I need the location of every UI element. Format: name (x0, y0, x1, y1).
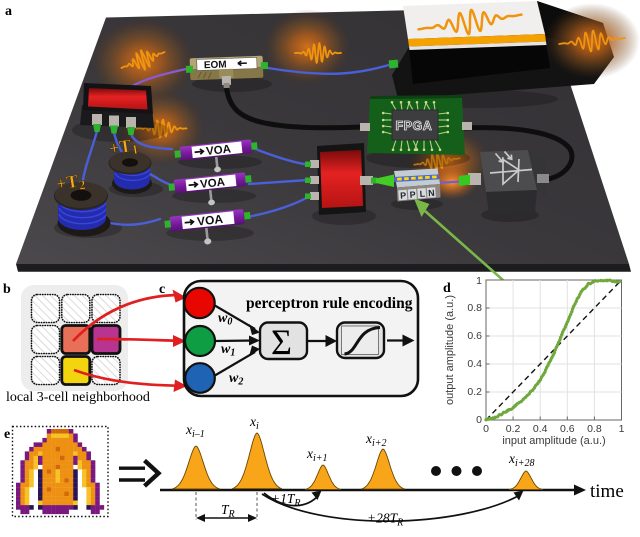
svg-text:0.2: 0.2 (506, 423, 521, 435)
svg-text:FPGA: FPGA (396, 119, 433, 133)
svg-text:output amplitude (a.u.): output amplitude (a.u.) (444, 295, 456, 405)
svg-text:Σ: Σ (271, 322, 292, 362)
svg-text:+T1: +T1 (108, 134, 140, 160)
svg-text:c: c (159, 282, 165, 297)
svg-text:input amplitude (a.u.): input amplitude (a.u.) (502, 435, 605, 447)
svg-text:P: P (400, 190, 407, 200)
svg-text:0.6: 0.6 (560, 423, 575, 435)
svg-text:time: time (590, 481, 624, 502)
svg-text:0: 0 (483, 423, 489, 435)
svg-text:0.4: 0.4 (533, 423, 548, 435)
svg-text:0.2: 0.2 (467, 386, 482, 398)
svg-text:P: P (409, 189, 416, 199)
svg-text:b: b (3, 282, 11, 297)
svg-text:e: e (4, 427, 10, 442)
svg-text:+28TR: +28TR (367, 511, 403, 529)
svg-text:EOM: EOM (204, 59, 227, 71)
svg-text:+T2: +T2 (55, 170, 87, 196)
svg-text:d: d (443, 281, 451, 296)
svg-text:0.8: 0.8 (467, 302, 482, 314)
svg-text:1: 1 (476, 275, 482, 287)
svg-text:VOA: VOA (206, 143, 232, 158)
svg-text:local 3-cell neighborhood: local 3-cell neighborhood (6, 390, 150, 405)
svg-text:N: N (428, 188, 435, 198)
svg-text:xi: xi (249, 414, 259, 432)
svg-text:0: 0 (476, 414, 482, 426)
svg-text:0.4: 0.4 (467, 358, 482, 370)
svg-text:0.8: 0.8 (587, 423, 602, 435)
svg-text:VOA: VOA (200, 176, 226, 191)
svg-text:0.6: 0.6 (467, 330, 482, 342)
svg-text:perceptron rule encoding: perceptron rule encoding (246, 295, 413, 312)
svg-text:+1TR: +1TR (271, 491, 300, 509)
svg-text:VOA: VOA (196, 212, 224, 229)
svg-text:1: 1 (619, 423, 625, 435)
svg-text:a: a (5, 4, 12, 19)
svg-text:L: L (419, 189, 426, 199)
